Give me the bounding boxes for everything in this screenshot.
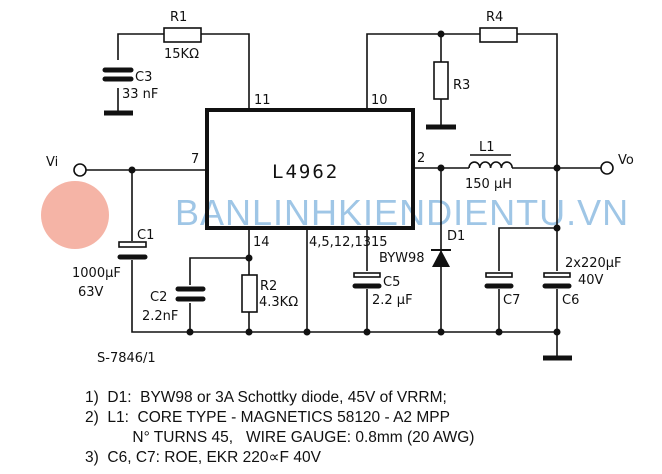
pin-15-label: 15 — [371, 235, 388, 250]
c1-voltage: 63V — [78, 285, 104, 300]
c2-capacitor — [175, 286, 206, 302]
d1-ref: D1 — [447, 229, 465, 244]
c1-ref: C1 — [137, 228, 154, 243]
l1-value: 150 µH — [465, 177, 512, 192]
c6-voltage: 40V — [578, 273, 604, 288]
component-notes: 1) D1: BYW98 or 3A Schottky diode, 45V o… — [85, 388, 474, 468]
r1-resistor — [163, 27, 202, 43]
c6-value: 2x220µF — [565, 256, 622, 271]
ic-label: L4962 — [272, 161, 339, 183]
l1-ref: L1 — [479, 140, 495, 155]
note-2-cont: N° TURNS 45, WIRE GAUGE: 0.8mm (20 AWG) — [85, 429, 475, 446]
pin-11-label: 11 — [254, 93, 271, 108]
pin-gnd-label: 4,5,12,13 — [309, 235, 371, 250]
vo-label: Vo — [618, 153, 634, 168]
c2-value: 2.2nF — [142, 309, 178, 324]
junction-dots — [128, 30, 561, 336]
c5-capacitor — [352, 272, 382, 289]
r2-resistor — [241, 274, 258, 313]
note-1: 1) D1: BYW98 or 3A Schottky diode, 45V o… — [85, 389, 447, 406]
ic-l4962 — [205, 108, 415, 230]
r2-ref: R2 — [260, 279, 277, 294]
pin-7-label: 7 — [191, 152, 199, 167]
c7-ref: C7 — [503, 293, 520, 308]
c5-value: 2.2 µF — [372, 293, 413, 308]
l1-inductor — [468, 161, 513, 169]
r2-value: 4.3KΩ — [259, 295, 298, 310]
r1-value: 15KΩ — [164, 47, 199, 62]
c6-capacitor — [542, 272, 572, 361]
d1-value: BYW98 — [379, 251, 425, 266]
c6-ref: C6 — [562, 293, 579, 308]
vo-terminal — [600, 161, 614, 175]
vi-terminal — [73, 163, 87, 177]
c5-ref: C5 — [383, 275, 400, 290]
pin-14-label: 14 — [253, 235, 270, 250]
vi-label: Vi — [46, 155, 58, 170]
r3-resistor — [433, 61, 449, 100]
note-3: 3) C6, C7: ROE, EKR 220∝F 40V — [85, 449, 321, 466]
pin-10-label: 10 — [371, 93, 388, 108]
c7-capacitor — [484, 272, 514, 289]
c1-capacitor — [117, 241, 148, 260]
note-2: 2) L1: CORE TYPE - MAGNETICS 58120 - A2 … — [85, 409, 450, 426]
c2-ref: C2 — [150, 290, 167, 305]
wires — [86, 33, 601, 358]
c3-ref: C3 — [135, 70, 152, 85]
pin-2-label: 2 — [417, 151, 425, 166]
c3-capacitor — [102, 67, 134, 116]
watermark-logo-icon — [41, 181, 109, 249]
r1-ref: R1 — [170, 10, 187, 25]
r4-ref: R4 — [486, 10, 503, 25]
figure-id: S-7846/1 — [97, 351, 156, 366]
c3-value: 33 nF — [122, 87, 158, 102]
c1-value: 1000µF — [72, 266, 121, 281]
r3-ref: R3 — [453, 78, 470, 93]
r4-resistor — [479, 27, 518, 43]
d1-diode — [431, 249, 451, 267]
